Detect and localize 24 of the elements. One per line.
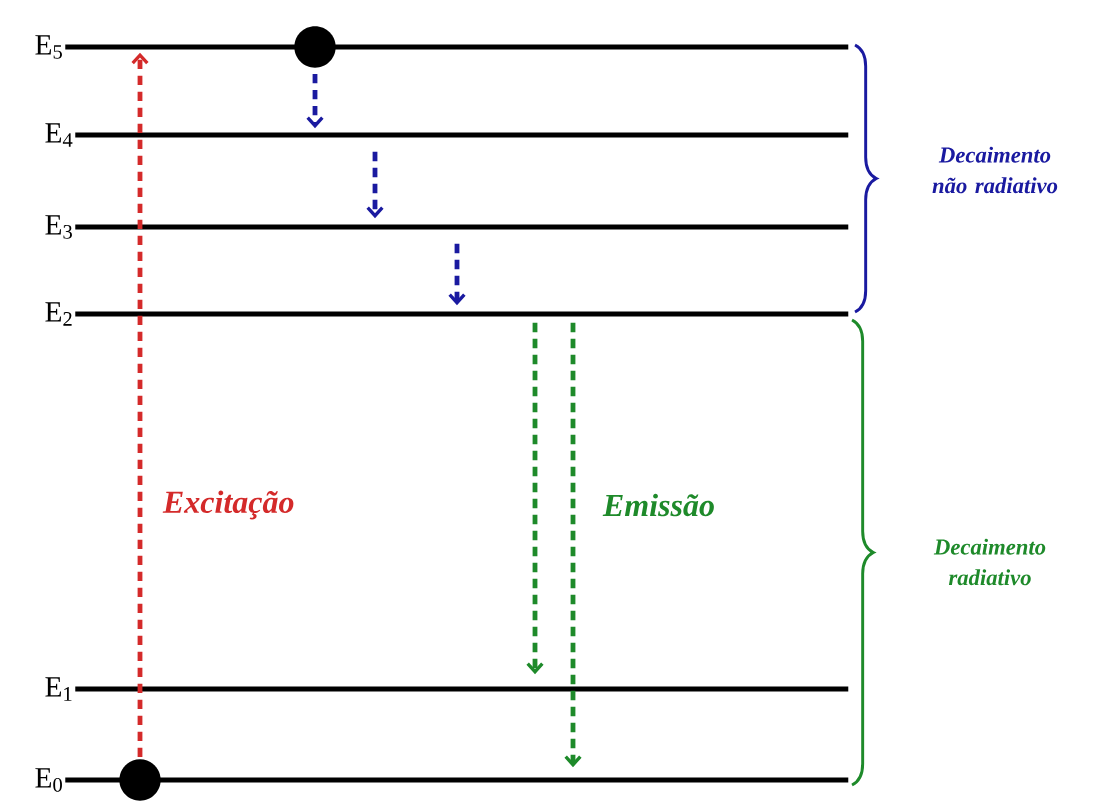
arrow <box>564 322 582 768</box>
arrow <box>448 243 466 306</box>
node-label: E$_{5}$ <box>35 35 62 59</box>
node-label: E$_{1}$ <box>45 677 72 701</box>
electron <box>119 759 161 801</box>
energy-level: E$_{5}$ <box>35 35 849 59</box>
arrow <box>526 322 544 675</box>
energy-level: E$_{1}$ <box>45 677 849 701</box>
arrow <box>366 151 384 219</box>
bracket-label: Decaimento radiativo <box>933 538 1046 586</box>
energy-level: E$_{0}$ <box>35 768 849 792</box>
node-label: E$_{3}$ <box>45 215 72 239</box>
electron <box>294 26 336 68</box>
energy-level: E$_{2}$ <box>45 302 849 326</box>
energy-level: E$_{4}$ <box>45 123 849 147</box>
edge-label: Excitação <box>162 490 294 520</box>
arrow <box>131 52 149 758</box>
node-label: E$_{4}$ <box>45 123 73 147</box>
arrow <box>306 73 324 129</box>
node-label: E$_{2}$ <box>45 302 72 326</box>
bracket-label: Decaimento não radiativo <box>932 146 1058 194</box>
energy-level: E$_{3}$ <box>45 215 849 239</box>
edge-label: Emissão <box>602 493 714 517</box>
node-label: E$_{0}$ <box>35 768 62 792</box>
